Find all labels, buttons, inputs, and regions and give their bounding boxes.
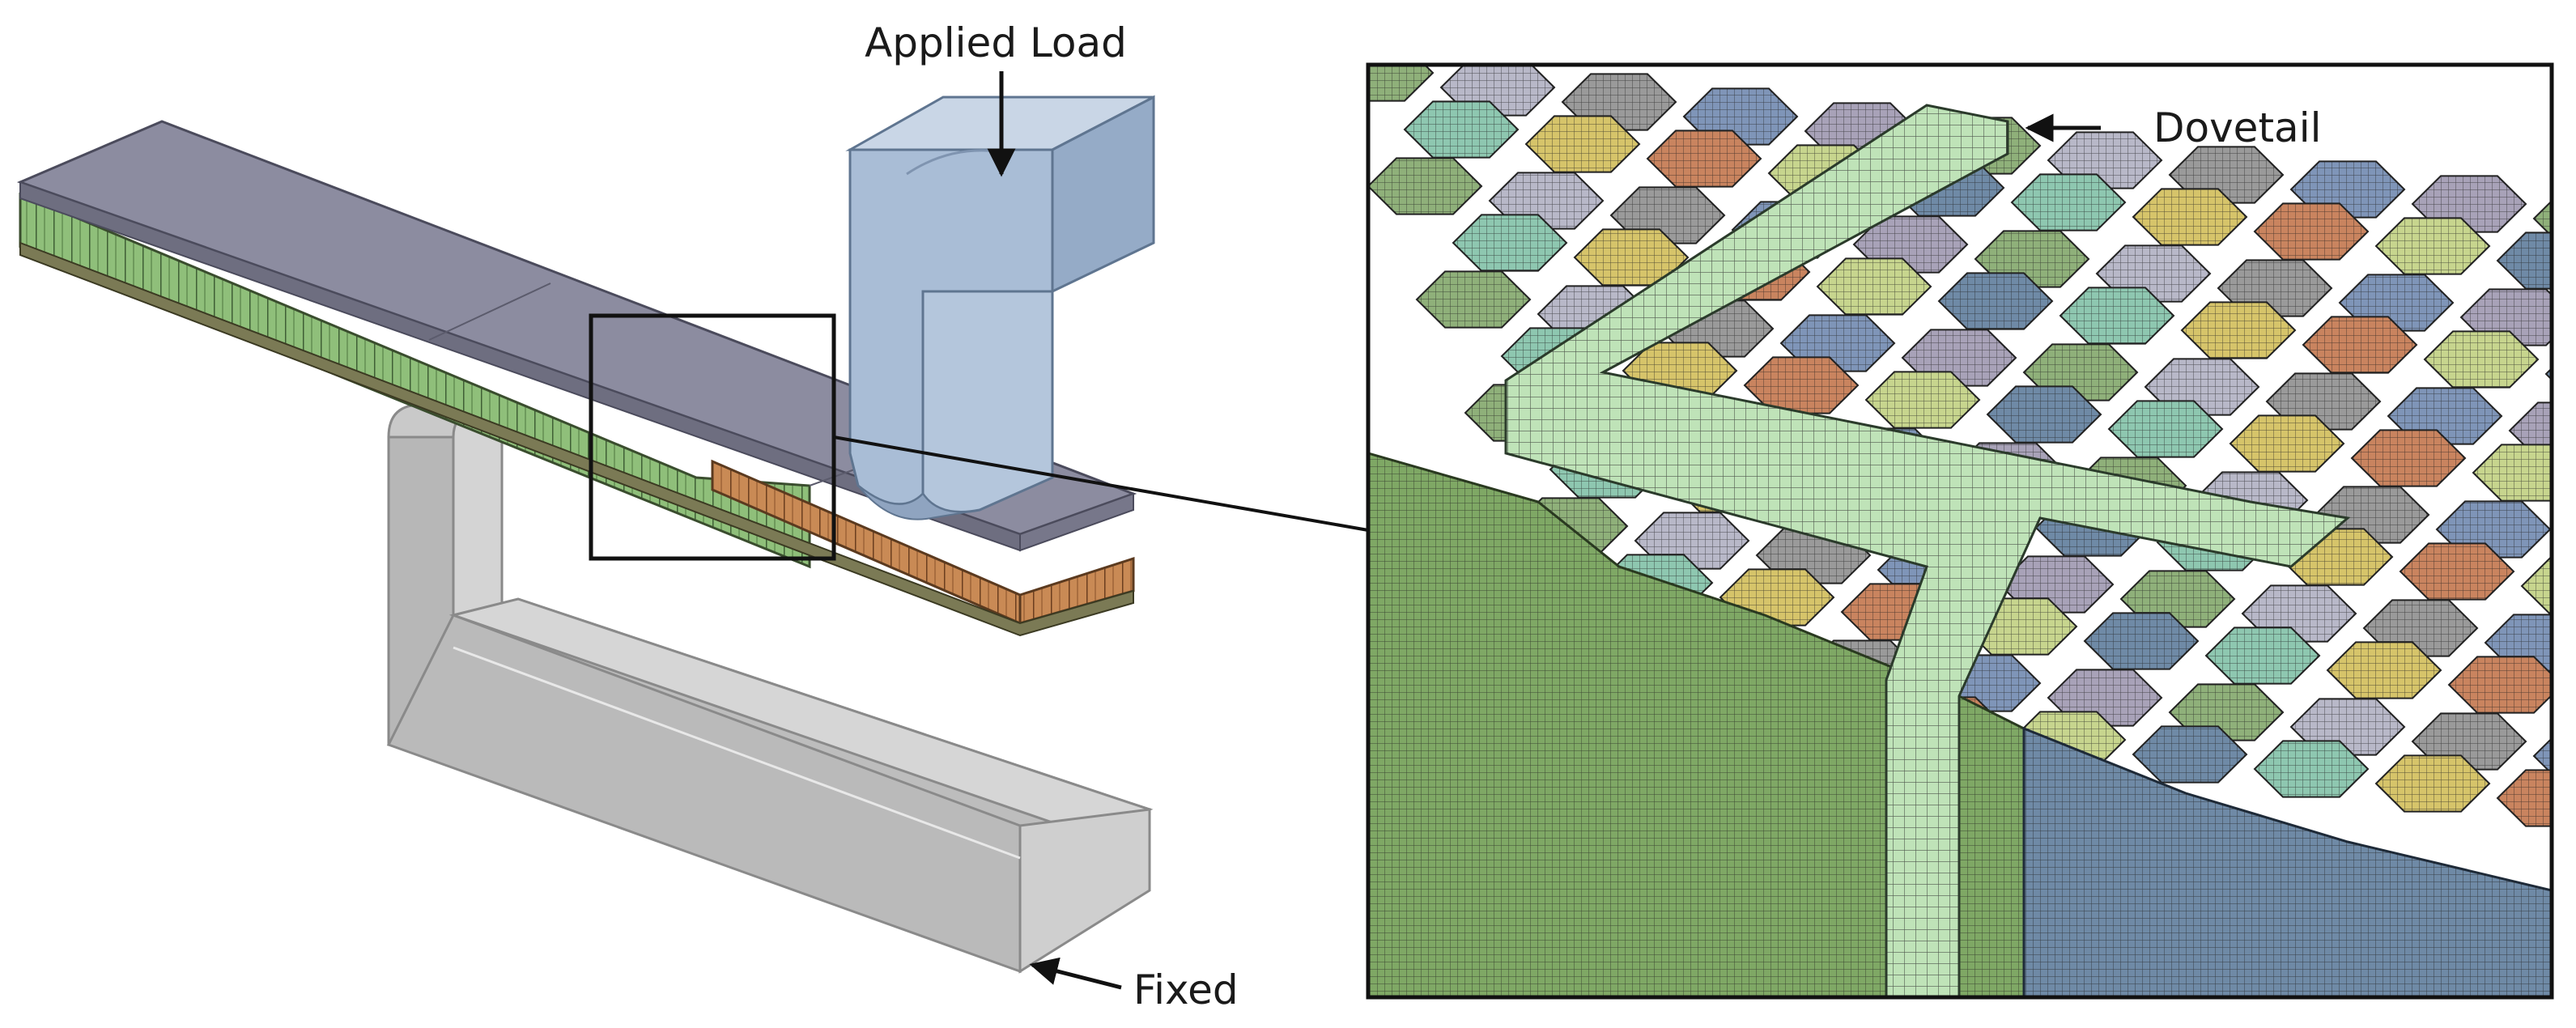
zoomed-mesh-panel: [1366, 62, 2554, 1000]
dovetail-annotation: Dovetail: [2025, 104, 2321, 151]
applied-load-annotation: Applied Load: [865, 19, 1127, 177]
fixed-arrow: [1029, 957, 1122, 990]
zoom-panel-frame: [1366, 62, 2554, 1000]
support-fixture: [386, 403, 1154, 974]
fixed-label: Fixed: [1133, 966, 1239, 1013]
fixed-annotation: Fixed: [1029, 957, 1239, 1013]
honeycomb-core-mesh: [1368, 65, 2552, 997]
dovetail-label: Dovetail: [2153, 104, 2321, 151]
applied-load-label: Applied Load: [865, 19, 1127, 66]
loading-pin: [845, 95, 1155, 520]
zoom-connector-line: [833, 435, 1369, 532]
